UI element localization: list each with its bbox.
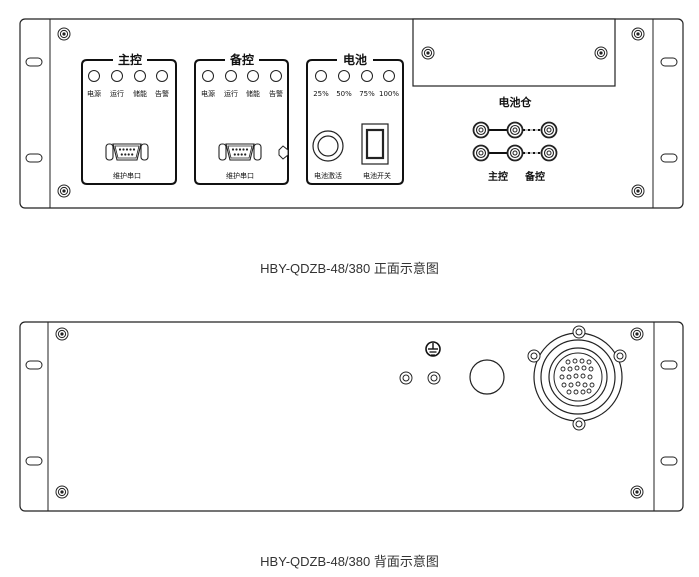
battery-bay: 电池仓 主控 备控 [412,18,616,183]
led-run [111,70,123,82]
nut-icon [278,145,289,160]
battery-switch-rocker [365,128,385,160]
led-storage [247,70,259,82]
terminal-icon [540,144,558,162]
screw-icon [631,184,645,198]
terminal-icon [506,121,524,139]
led-label: 50% [336,90,352,98]
mount-slot [660,456,678,466]
led-label: 电源 [201,89,215,98]
led-50 [338,70,350,82]
activate-button-cap [317,135,339,157]
screw-icon [594,46,608,60]
led-75 [361,70,373,82]
activate-button-label: 电池激活 [314,171,342,180]
round-port [469,359,505,395]
mount-slot [660,153,678,163]
screw-icon [55,327,69,341]
led-run [225,70,237,82]
main-control-title: 主控 [118,52,142,67]
screw-icon [631,27,645,41]
back-caption: HBY-QDZB-48/380 背面示意图 [260,554,439,569]
led-power [202,70,214,82]
terminal-icon [472,121,490,139]
led-label: 储能 [246,89,260,98]
small-port-icon [399,371,413,385]
led-label: 电源 [87,89,101,98]
led-power [88,70,100,82]
ground-icon [425,341,441,357]
mount-slot [25,153,43,163]
led-25 [315,70,327,82]
bay-backup-label: 备控 [524,170,545,183]
led-label: 25% [313,90,329,98]
battery-bay-cover [412,18,616,87]
battery-bay-title: 电池仓 [499,95,533,109]
connector-screw-icon [572,325,586,339]
battery-switch-label: 电池开关 [363,171,391,180]
connector-screw-icon [527,349,541,363]
screw-icon [55,485,69,499]
serial-port-icon [218,143,262,161]
mount-slot [660,57,678,67]
terminal-icon [540,121,558,139]
screw-icon [421,46,435,60]
led-label: 告警 [269,89,283,98]
connector-screw-icon [613,349,627,363]
led-label: 100% [379,90,399,98]
led-label: 运行 [110,89,124,98]
mount-slot [25,360,43,370]
main-control-module: 主控 电源 运行 储能 告警 维护串口 [81,52,177,185]
led-alarm [270,70,282,82]
led-label: 75% [359,90,375,98]
serial-port-icon [105,143,149,161]
bay-main-label: 主控 [488,170,508,183]
led-label: 储能 [133,89,147,98]
led-label: 运行 [224,89,238,98]
back-panel [19,321,684,512]
screw-icon [57,184,71,198]
connector-screw-icon [572,417,586,431]
circular-connector [527,325,627,431]
battery-title: 电池 [343,52,367,67]
mount-slot [25,57,43,67]
small-port-icon [427,371,441,385]
serial-port-label: 维护串口 [226,171,254,180]
led-storage [134,70,146,82]
terminal-icon [472,144,490,162]
mount-slot [25,456,43,466]
front-panel: 主控 电源 运行 储能 告警 维护串口 备控 电源 运行 储能 告警 [19,18,684,209]
mount-slot [660,360,678,370]
led-alarm [156,70,168,82]
front-caption: HBY-QDZB-48/380 正面示意图 [260,261,439,276]
led-label: 告警 [155,89,169,98]
serial-port-label: 维护串口 [113,171,141,180]
screw-icon [630,485,644,499]
terminal-icon [506,144,524,162]
battery-module: 电池 25% 50% 75% 100% 电池激活 电池开关 [306,52,404,185]
screw-icon [630,327,644,341]
led-100 [383,70,395,82]
backup-control-module: 备控 电源 运行 储能 告警 维护串口 [194,52,289,185]
screw-icon [57,27,71,41]
backup-control-title: 备控 [229,52,254,67]
